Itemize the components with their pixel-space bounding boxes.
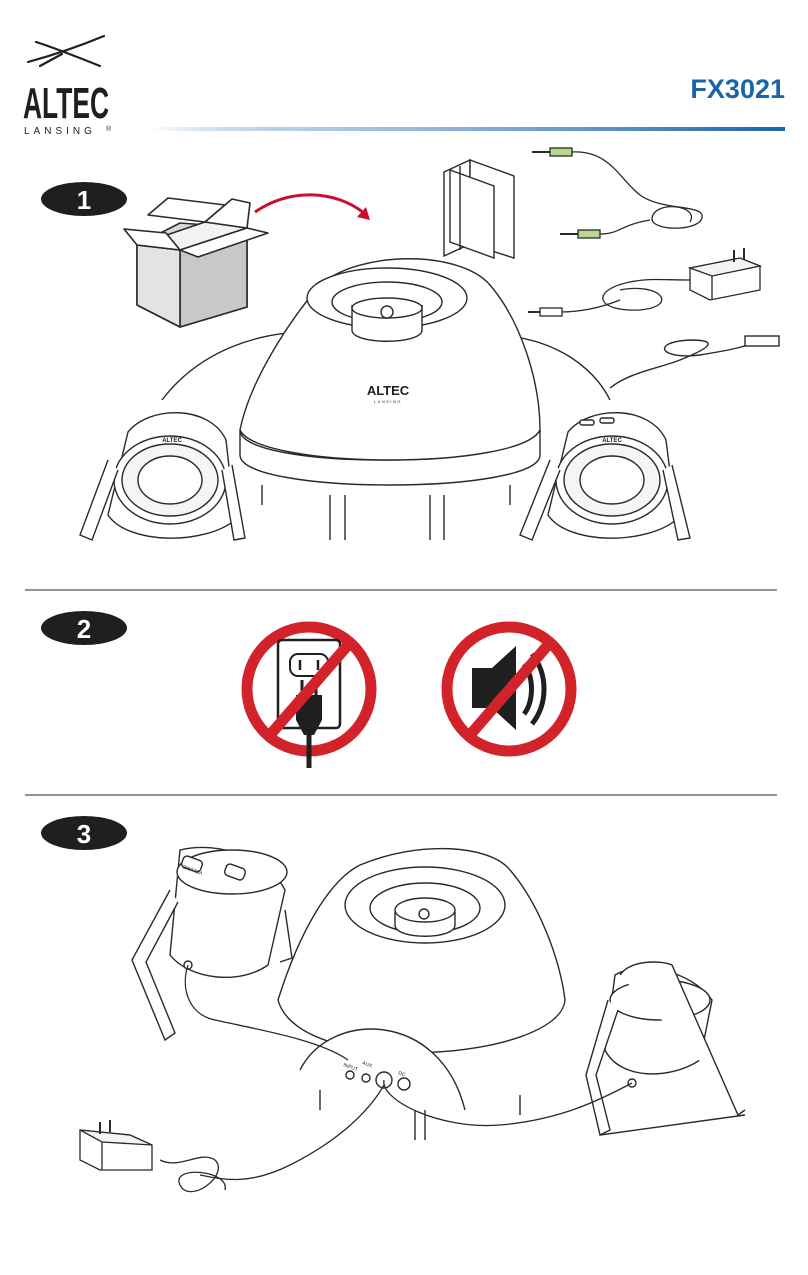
audio-cable-icon xyxy=(532,147,703,239)
dc-jack-label: DC xyxy=(397,1070,406,1078)
power-adapter-icon xyxy=(528,248,763,317)
unpack-arrow-icon xyxy=(254,193,370,220)
left-satellite-logo: ALTEC xyxy=(162,438,182,444)
step-3-number: 3 xyxy=(77,819,91,849)
box-illustration xyxy=(123,197,269,328)
brand-logo: ALTEC LANSING ® xyxy=(23,34,112,137)
left-satellite-rear-illustration xyxy=(131,846,293,1042)
input-jack-label: INPUT xyxy=(342,1062,358,1073)
subwoofer-rear-illustration xyxy=(277,847,566,1140)
manual-booklet-icon xyxy=(443,158,515,259)
brand-subname: LANSING xyxy=(24,126,96,137)
no-sound-icon xyxy=(441,621,577,757)
subwoofer-illustration xyxy=(161,258,780,540)
right-satellite-logo: ALTEC xyxy=(602,438,622,444)
step-2-badge: 2 xyxy=(41,611,127,645)
subwoofer-logo: ALTEC xyxy=(367,383,410,398)
connection-cables xyxy=(159,964,633,1193)
header-rule xyxy=(150,127,785,131)
step-1-badge: 1 xyxy=(41,182,127,216)
step-1-number: 1 xyxy=(77,185,91,215)
right-satellite-rear-illustration xyxy=(585,961,746,1137)
step-3-badge: 3 xyxy=(41,816,127,850)
power-adapter-step3-icon xyxy=(79,1120,153,1171)
brand-name: ALTEC xyxy=(23,79,109,128)
no-unplug-icon xyxy=(241,621,377,768)
left-satellite-illustration xyxy=(79,412,246,541)
aux-jack-label: AUX xyxy=(361,1060,373,1069)
registered-mark: ® xyxy=(106,125,112,133)
step-2-number: 2 xyxy=(77,614,91,644)
model-number: FX3021 xyxy=(690,74,785,104)
subwoofer-logo-sub: LANSING xyxy=(374,399,402,404)
right-satellite-illustration xyxy=(519,412,691,541)
logo-swoosh-icon xyxy=(26,34,106,68)
